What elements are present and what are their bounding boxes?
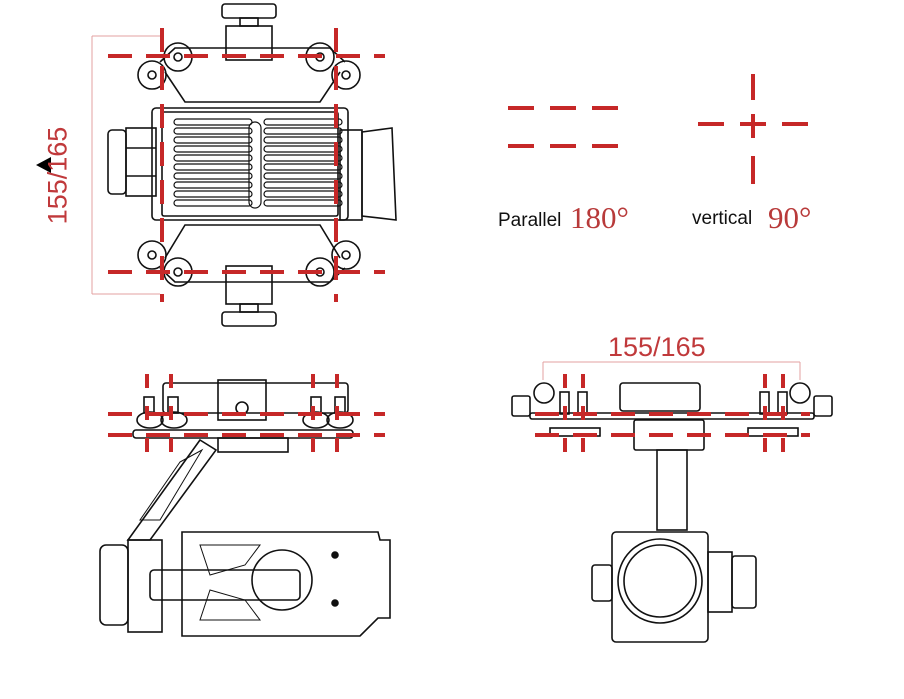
legend-symbols — [508, 74, 808, 184]
front-view — [511, 361, 833, 643]
side-view — [99, 374, 391, 637]
top-view-dimension-label: 155/165 — [42, 126, 73, 225]
front-view-dimension-label: 155/165 — [608, 332, 706, 362]
legend-parallel-angle: 180° — [570, 200, 629, 235]
legend-vertical-label: vertical — [692, 208, 753, 229]
direction-arrow-icon — [36, 157, 51, 173]
legend-vertical-angle: 90° — [768, 200, 812, 235]
legend-parallel-label: Parallel — [498, 210, 562, 231]
top-view — [91, 3, 397, 327]
